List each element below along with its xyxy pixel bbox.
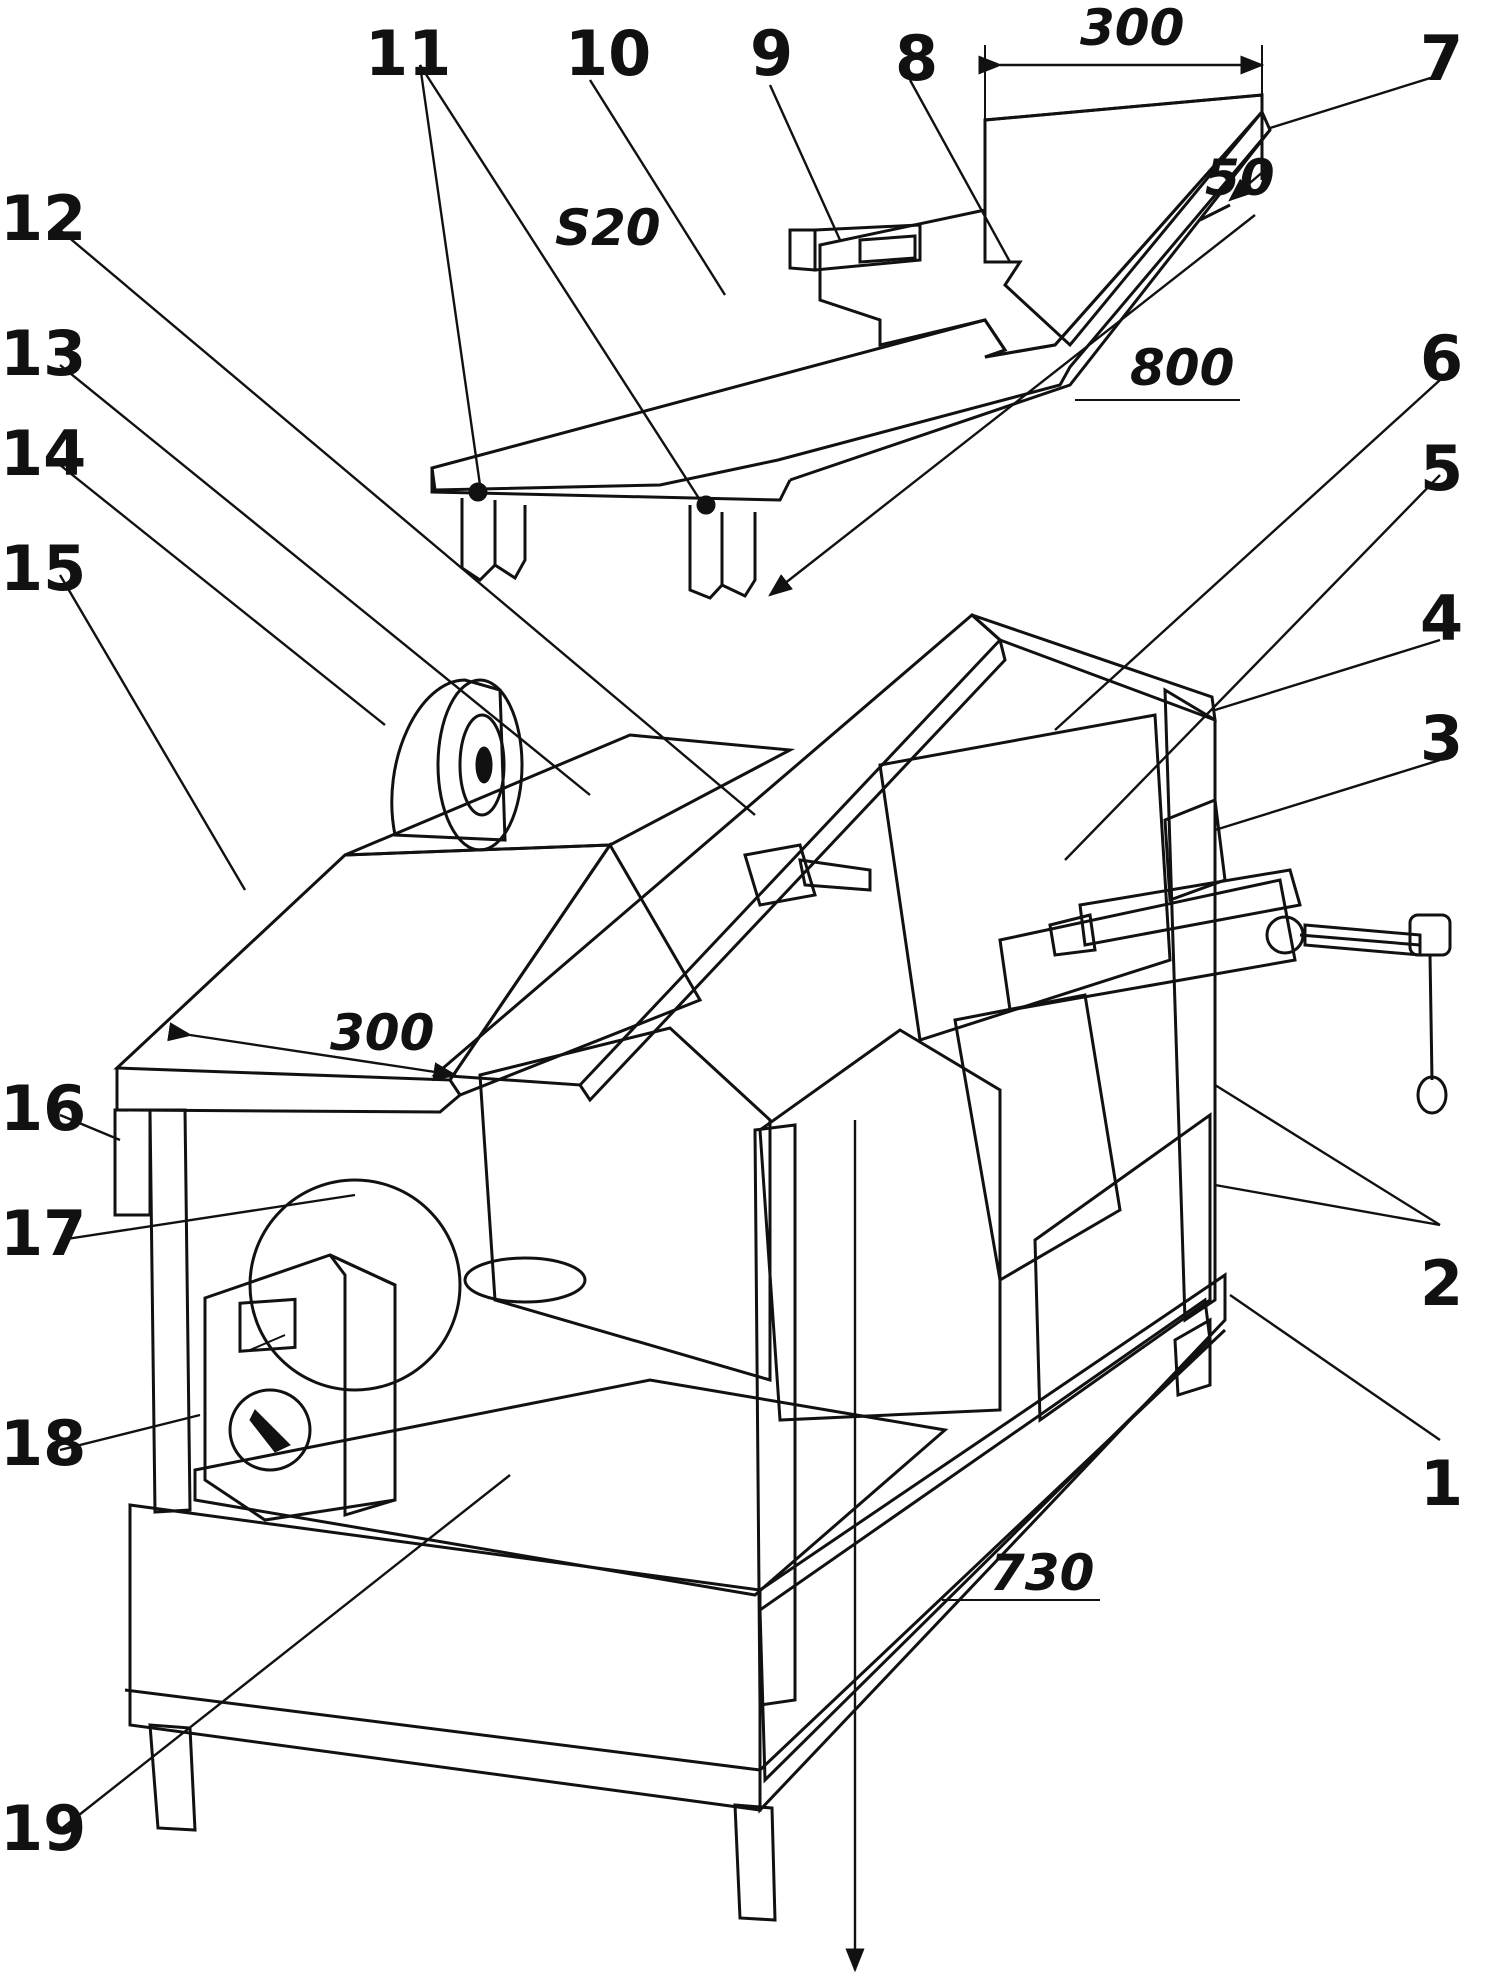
dimension-labels: 300 50 800 S20 300 730 <box>330 0 1275 1602</box>
callout-3: 3 <box>1420 702 1463 775</box>
callout-6: 6 <box>1420 322 1463 395</box>
dim-top-small: 50 <box>1205 149 1275 207</box>
spindle-and-tailstock <box>743 797 1452 1115</box>
callout-labels: 1 2 3 4 5 6 7 8 9 10 11 12 13 14 15 16 1… <box>0 17 1463 1865</box>
dimension-lines <box>167 45 1266 1973</box>
callout-16: 16 <box>0 1072 86 1145</box>
callout-12: 12 <box>0 182 86 255</box>
callout-11: 11 <box>365 17 451 90</box>
top-board <box>430 93 1272 600</box>
callout-4: 4 <box>1420 582 1463 655</box>
dim-top-width: 300 <box>1080 0 1184 57</box>
dim-base-length: 730 <box>990 1544 1094 1602</box>
callout-8: 8 <box>895 22 938 95</box>
dim-thickness: S20 <box>555 199 661 257</box>
callout-1: 1 <box>1420 1447 1463 1520</box>
callout-15: 15 <box>0 532 86 605</box>
leader-lines <box>58 64 1441 1831</box>
callout-19: 19 <box>0 1792 86 1865</box>
dim-table-width: 300 <box>330 1004 434 1062</box>
motor-assembly <box>203 1178 587 1522</box>
machine-frame <box>113 613 1227 1922</box>
callout-14: 14 <box>0 417 86 490</box>
callout-9: 9 <box>750 17 793 90</box>
callout-7: 7 <box>1420 22 1463 95</box>
callout-17: 17 <box>0 1197 86 1270</box>
callout-18: 18 <box>0 1407 86 1480</box>
callout-2: 2 <box>1420 1247 1463 1320</box>
dim-top-length: 800 <box>1130 339 1234 397</box>
callout-13: 13 <box>0 317 86 390</box>
sanding-disc <box>390 678 524 852</box>
callout-5: 5 <box>1420 432 1463 505</box>
callout-10: 10 <box>565 17 651 90</box>
